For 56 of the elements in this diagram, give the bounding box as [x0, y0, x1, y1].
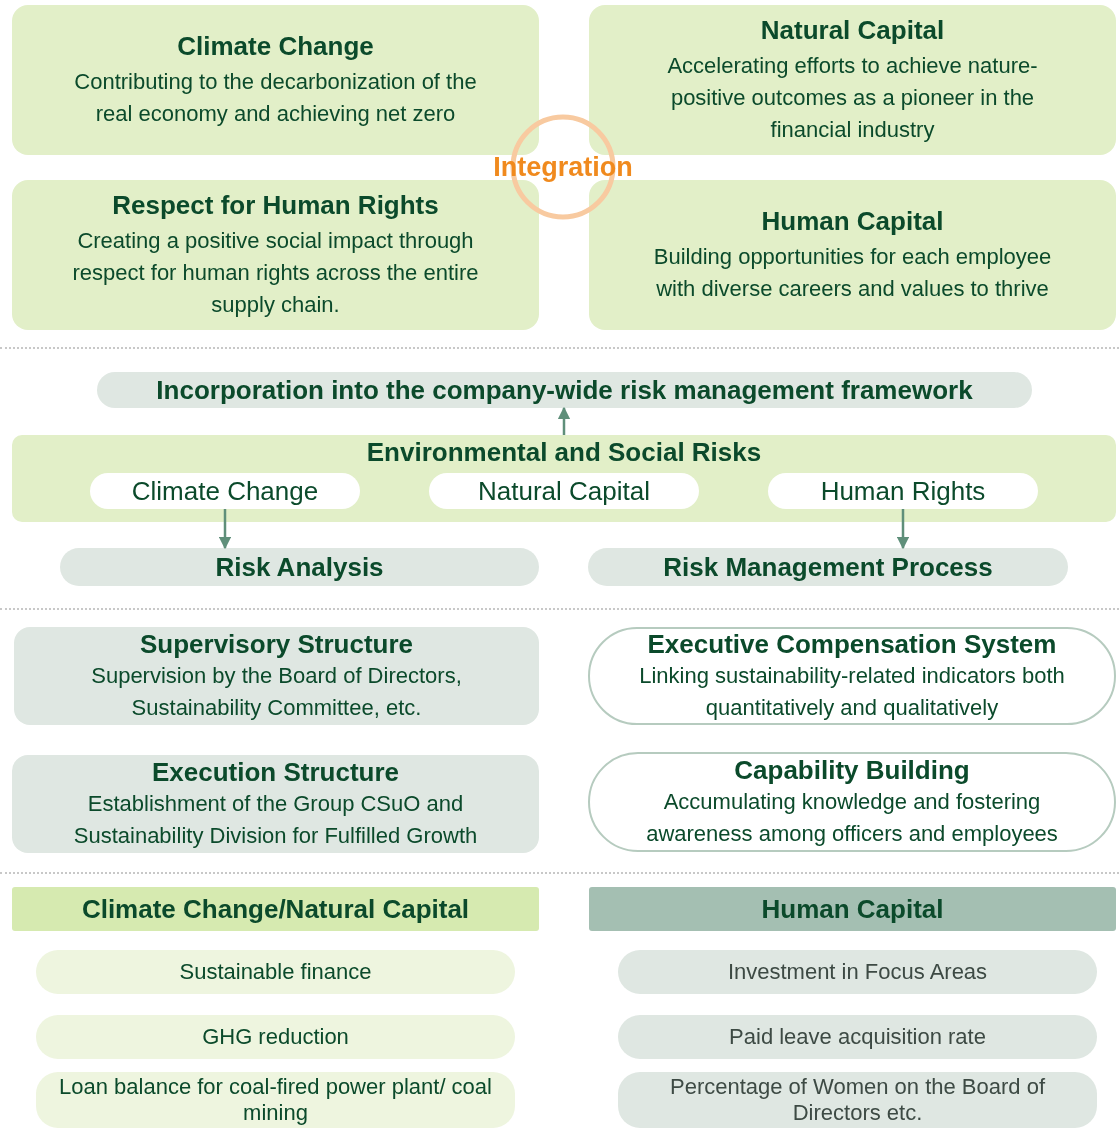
card-heading: Execution Structure — [151, 756, 400, 788]
arrow — [218, 509, 232, 550]
indicator-pill — [618, 1072, 1097, 1128]
banner — [588, 548, 1068, 586]
indicator-pill — [36, 950, 515, 994]
card-description: Linking sustainability-related indicators both quantitatively and qualitatively — [638, 662, 1066, 722]
card-heading: Natural Capital — [760, 14, 945, 46]
label-text: Loan balance for coal-fired power plant/ coal mining — [58, 1074, 493, 1126]
card-heading: Respect for Human Rights — [112, 189, 439, 221]
label-text: Risk Analysis — [215, 552, 384, 582]
card-description: Accumulating knowledge and fostering awareness among officers and employees — [645, 788, 1059, 848]
label-text: GHG reduction — [201, 1024, 350, 1050]
label-text: Climate Change/Natural Capital — [81, 894, 470, 924]
card-description: Contributing to the decarbonization of the real economy and achieving net zero — [73, 68, 478, 128]
indicator-pill — [618, 1015, 1097, 1059]
card-description: Supervision by the Board of Directors, Sustainability Committee, etc. — [90, 662, 463, 722]
risk-panel — [12, 435, 1116, 522]
label-text: Investment in Focus Areas — [726, 959, 989, 985]
card-description: Building opportunities for each employee with diverse careers and values to thrive — [652, 243, 1053, 303]
label-text: Human Capital — [761, 894, 944, 924]
indicator-pill — [618, 950, 1097, 994]
column-header — [589, 887, 1116, 931]
card-heading: Supervisory Structure — [139, 628, 414, 660]
card-heading: Capability Building — [734, 754, 970, 786]
risk-pill — [90, 473, 360, 509]
card-description: Accelerating efforts to achieve nature-positive outcomes as a pioneer in the financial industry — [666, 52, 1039, 144]
risk-pill — [429, 473, 699, 509]
card-description: Establishment of the Group CSuO and Sustainability Division for Fulfilled Growth — [72, 790, 479, 850]
structure-card — [12, 755, 539, 853]
card-description: Creating a positive social impact through respect for human rights across the entire supply chain. — [71, 227, 480, 319]
label-text: Paid leave acquisition rate — [728, 1024, 987, 1050]
structure-card — [14, 627, 539, 725]
card-heading: Climate Change — [177, 30, 374, 62]
indicator-pill — [36, 1015, 515, 1059]
indicator-pill — [36, 1072, 515, 1128]
label-text: Percentage of Women on the Board of Directors etc. — [668, 1074, 1047, 1126]
label-text: Incorporation into the company-wide risk management framework — [156, 375, 973, 405]
risk-pill — [768, 473, 1038, 509]
topic-card — [589, 5, 1116, 155]
banner — [60, 548, 539, 586]
card-heading: Human Capital — [761, 205, 944, 237]
label-text: Climate Change — [131, 476, 319, 506]
label-text: Sustainable finance — [178, 959, 373, 985]
card-heading: Executive Compensation System — [647, 628, 1057, 660]
label-text: Human Rights — [820, 476, 986, 506]
integration-label: Integration — [493, 151, 633, 183]
arrow — [557, 406, 571, 435]
panel-heading: Environmental and Social Risks — [366, 437, 762, 467]
topic-card — [12, 5, 539, 155]
banner — [97, 372, 1032, 408]
label-text: Natural Capital — [478, 476, 650, 506]
arrow — [896, 509, 910, 550]
column-header — [12, 887, 539, 931]
topic-card — [589, 180, 1116, 330]
topic-card — [12, 180, 539, 330]
label-text: Risk Management Process — [663, 552, 993, 582]
